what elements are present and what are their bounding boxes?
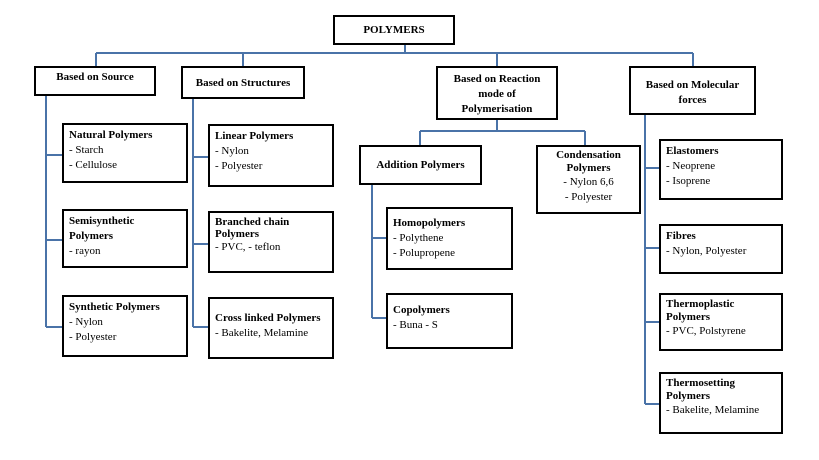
node-synthetic-polymers: Synthetic Polymers - Nylon - Polyester [62,295,188,357]
example-text: - Polyester [564,191,613,203]
example-text: - Isoprene [666,175,711,187]
node-semisynthetic-polymers: Semisynthetic Polymers - rayon [62,209,188,268]
node-title: Elastomers [666,145,719,157]
example-text: - Bakelite, Melamine [666,404,760,416]
example-text: - PVC, Polstyrene [666,325,746,337]
example-text: - Nylon [215,145,249,157]
example-text: - Cellulose [69,159,117,171]
node-title: Thermosetting Polymers [666,377,736,402]
example-text: - Nylon, Polyester [666,245,747,257]
node-linear-polymers: Linear Polymers - Nylon - Polyester [208,124,334,187]
node-title: Cross linked Polymers [215,312,321,324]
node-thermosetting-polymers: Thermosetting Polymers - Bakelite, Melam… [659,372,783,434]
node-condensation-polymers: Condensation Polymers - Nylon 6,6 - Poly… [536,145,641,214]
node-branched-chain-polymers: Branched chain Polymers - PVC, - teflon [208,211,334,273]
example-text: - Polyester [69,331,117,343]
category-structures-label: Based on Structures [195,77,291,89]
node-thermoplastic-polymers: Thermoplastic Polymers - PVC, Polstyrene [659,293,783,351]
category-molecular-label: Based on Molecular forces [645,79,740,106]
example-text: - PVC, - teflon [215,241,281,253]
node-addition-polymers: Addition Polymers [359,145,482,185]
node-natural-polymers: Natural Polymers - Starch - Cellulose [62,123,188,183]
example-text: - Buna - S [393,319,438,331]
node-title: Copolymers [393,304,450,316]
category-source: Based on Source [34,66,156,96]
category-molecular: Based on Molecular forces [629,66,756,115]
example-text: - Polupropene [393,247,456,259]
category-reaction: Based on Reaction mode of Polymerisation [436,66,558,120]
node-homopolymers: Homopolymers - Polythene - Polupropene [386,207,513,270]
node-title: Linear Polymers [215,130,294,142]
root-node: POLYMERS [333,15,455,45]
node-title: Homopolymers [393,217,466,229]
node-title: Thermoplastic Polymers [666,298,735,323]
node-title: Synthetic Polymers [69,301,160,313]
example-text: - Bakelite, Melamine [215,327,309,339]
node-elastomers: Elastomers - Neoprene - Isoprene [659,139,783,200]
category-source-label: Based on Source [56,71,134,83]
node-addition-label: Addition Polymers [376,159,465,171]
example-text: - Neoprene [666,160,716,172]
node-copolymers: Copolymers - Buna - S [386,293,513,349]
example-text: - Starch [69,144,104,156]
example-text: - Nylon [69,316,103,328]
node-title: Natural Polymers [69,129,153,141]
node-cross-linked-polymers: Cross linked Polymers - Bakelite, Melami… [208,297,334,359]
root-label: POLYMERS [363,24,425,36]
example-text: - Polyester [215,160,263,172]
node-title: Fibres [666,230,696,242]
example-text: - Polythene [393,232,444,244]
node-fibres: Fibres - Nylon, Polyester [659,224,783,274]
node-title: Condensation Polymers [556,149,621,174]
category-structures: Based on Structures [181,66,305,99]
category-reaction-label: Based on Reaction mode of Polymerisation [453,73,541,115]
node-title: Branched chain Polymers [215,216,290,240]
example-text: - rayon [69,245,101,257]
node-title: Semisynthetic Polymers [69,215,135,242]
example-text: - Nylon 6,6 [563,176,614,188]
